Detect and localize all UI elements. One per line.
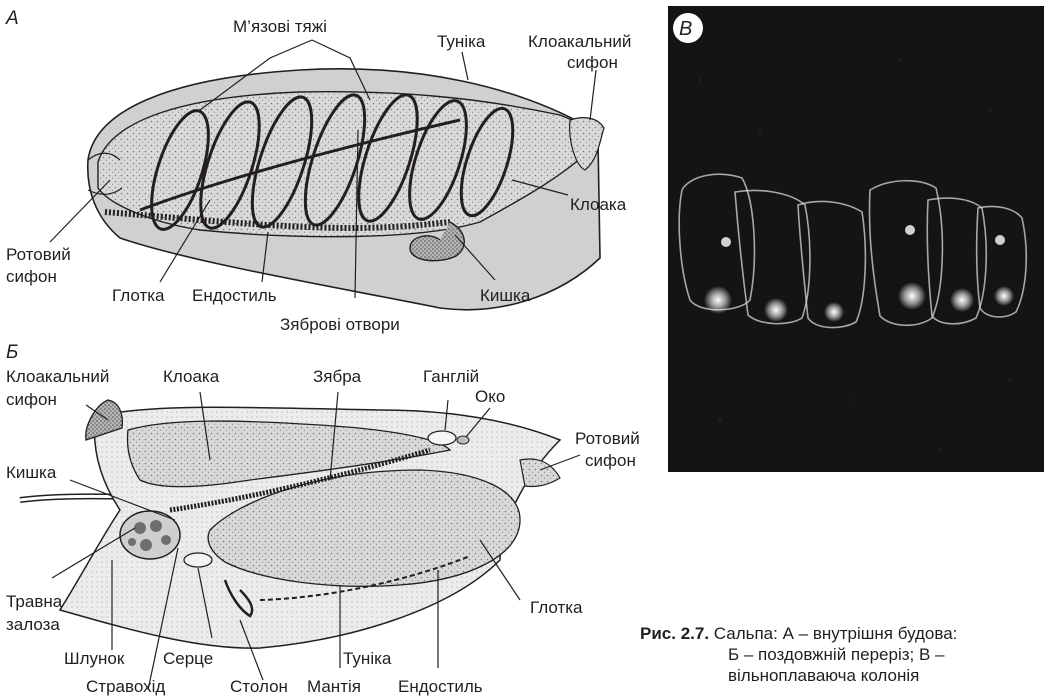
label-intestine-a: Кишка	[480, 286, 531, 305]
caption-line-1: Сальпа: А – внутрішня будова:	[709, 624, 957, 643]
label-pharynx-b: Глотка	[530, 598, 583, 617]
caption-line-3: вільноплаваюча колонія	[640, 665, 1045, 686]
panel-a-letter: А	[5, 8, 19, 29]
caption-line-2: Б – поздовжній переріз; В –	[640, 644, 1045, 665]
label-stolon: Столон	[230, 677, 288, 696]
label-gill-slits: Зяброві отвори	[280, 315, 400, 334]
label-muscle-bands: М’язові тяжі	[233, 17, 327, 36]
label-gill-b: Зябра	[313, 367, 362, 386]
label-oral-siphon-b-1: Ротовий	[575, 429, 640, 448]
panel-b-ganglion	[428, 431, 456, 445]
label-eye: Око	[475, 387, 505, 406]
panel-b: Б	[6, 342, 640, 696]
panel-b-oral-siphon	[520, 459, 560, 487]
label-digestive-gland-2: залоза	[6, 615, 60, 634]
caption-head: Рис. 2.7.	[640, 624, 709, 643]
panel-b-heart	[184, 553, 212, 567]
label-intestine-b: Кишка	[6, 463, 57, 482]
figure-caption: Рис. 2.7. Сальпа: А – внутрішня будова: …	[640, 623, 1045, 686]
label-endostyle-a: Ендостиль	[192, 286, 277, 305]
label-tunic-b: Туніка	[343, 649, 392, 668]
label-oral-siphon-a-1: Ротовий	[6, 245, 71, 264]
label-cloaca-a: Клоака	[570, 195, 627, 214]
label-cloacal-siphon-b-2: сифон	[6, 390, 57, 409]
label-esophagus: Стравохід	[86, 677, 165, 696]
label-pharynx-a: Глотка	[112, 286, 165, 305]
label-oral-siphon-a-2: сифон	[6, 267, 57, 286]
label-ganglion: Ганглій	[423, 367, 479, 386]
label-cloaca-b: Клоака	[163, 367, 220, 386]
label-heart: Серце	[163, 649, 213, 668]
label-cloacal-siphon-b-1: Клоакальний	[6, 367, 109, 386]
label-oral-siphon-b-2: сифон	[585, 451, 636, 470]
panel-b-letter: Б	[6, 342, 18, 363]
label-tunic-a: Туніка	[437, 32, 486, 51]
panel-a: А	[5, 8, 631, 334]
label-digestive-gland-1: Травна	[6, 592, 63, 611]
panel-b-eye	[457, 436, 469, 444]
panel-c-letter: В	[679, 18, 692, 40]
label-endostyle-b: Ендостиль	[398, 677, 483, 696]
label-cloacal-siphon-a-2: сифон	[567, 53, 618, 72]
label-mantle: Мантія	[307, 677, 361, 696]
panel-c: В	[668, 6, 1044, 472]
label-cloacal-siphon-a-1: Клоакальний	[528, 32, 631, 51]
label-stomach: Шлунок	[64, 649, 125, 668]
